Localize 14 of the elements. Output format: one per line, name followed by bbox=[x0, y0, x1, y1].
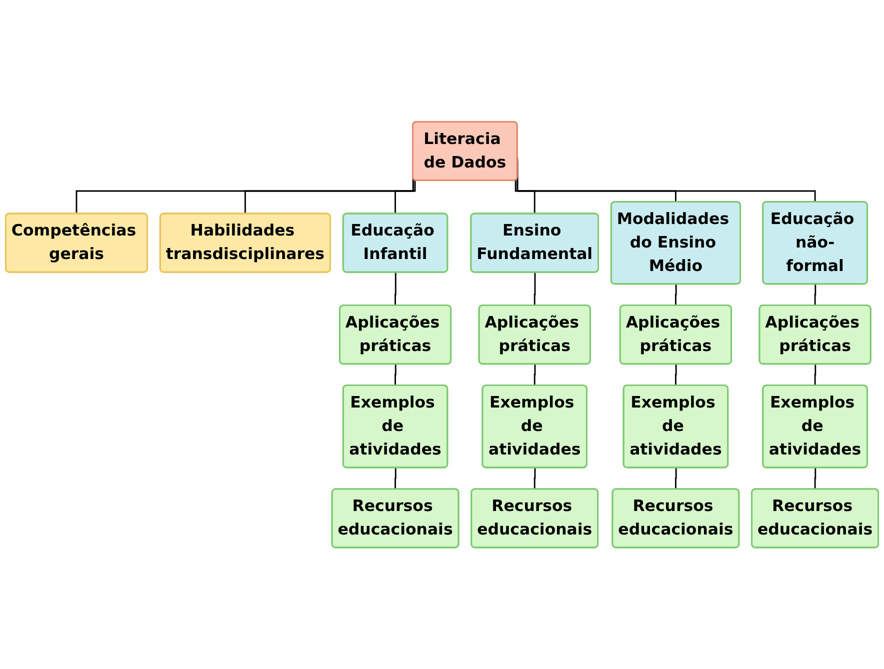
connector bbox=[674, 468, 677, 490]
connector bbox=[534, 364, 536, 386]
connector bbox=[394, 180, 416, 214]
connector bbox=[674, 364, 677, 386]
connector bbox=[514, 180, 536, 214]
connector bbox=[394, 364, 396, 386]
connector bbox=[534, 468, 536, 490]
connector bbox=[534, 272, 536, 306]
connector bbox=[394, 272, 396, 306]
connector bbox=[674, 284, 677, 306]
connector bbox=[814, 284, 816, 306]
connector bbox=[814, 468, 816, 490]
connector bbox=[394, 468, 396, 490]
connector bbox=[814, 364, 816, 386]
